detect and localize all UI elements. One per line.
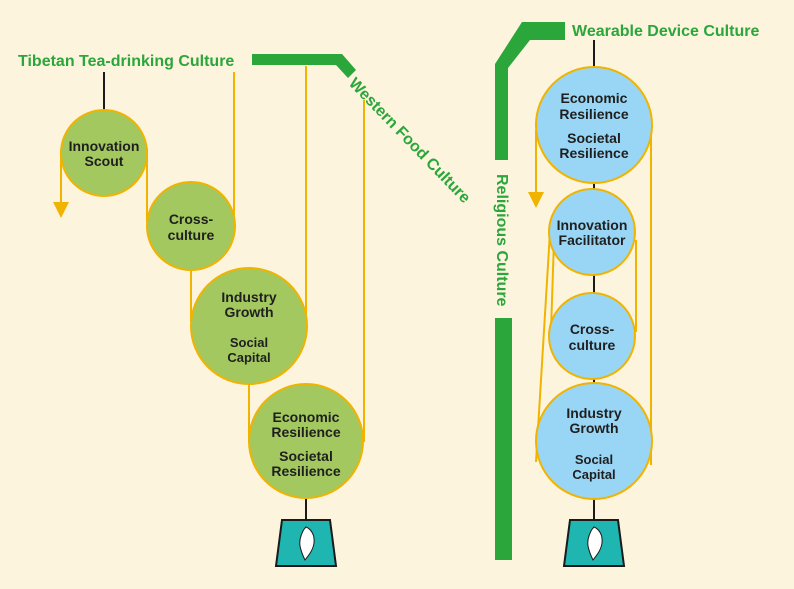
node-sub2: Resilience (559, 145, 628, 161)
node-line2: Facilitator (559, 232, 626, 248)
left-node-economic-resilience: Economic Resilience Societal Resilience (248, 383, 364, 499)
right-node-industry-growth: Industry Growth Social Capital (535, 382, 653, 500)
left-node-innovation-scout: Innovation Scout (60, 109, 148, 197)
node-line1: Innovation (69, 138, 140, 154)
node-line1: Industry (566, 405, 621, 421)
right-node-cross-culture: Cross- culture (548, 292, 636, 380)
right-lower-band (495, 318, 512, 560)
node-line2: Resilience (559, 106, 628, 122)
node-line2: Scout (85, 153, 124, 169)
right-node-innovation-facilitator: Innovation Facilitator (548, 188, 636, 276)
node-line1: Cross- (169, 211, 214, 227)
left-label-top: Tibetan Tea-drinking Culture (18, 53, 234, 70)
node-sub1: Social (230, 335, 268, 350)
left-top-band (252, 54, 356, 78)
node-sub2: Resilience (271, 463, 340, 479)
node-line1: Innovation (557, 217, 628, 233)
node-line2: Growth (225, 304, 274, 320)
node-sub1: Societal (567, 130, 621, 146)
node-sub1: Social (575, 452, 613, 467)
right-label-top: Wearable Device Culture (572, 23, 759, 40)
right-node-economic-resilience: Economic Resilience Societal Resilience (535, 66, 653, 184)
node-line1: Cross- (570, 321, 615, 337)
node-line2: Resilience (271, 424, 340, 440)
right-weight (562, 519, 626, 567)
node-line1: Economic (273, 409, 340, 425)
node-sub1: Societal (279, 448, 333, 464)
right-label-vert: Religious Culture (493, 174, 510, 307)
node-line1: Industry (221, 289, 276, 305)
left-node-cross-culture: Cross- culture (146, 181, 236, 271)
left-weight (274, 519, 338, 567)
right-rope-diag-2 (550, 239, 555, 331)
node-sub2: Capital (227, 350, 270, 365)
right-top-band (495, 22, 565, 160)
node-line2: Growth (570, 420, 619, 436)
node-line2: culture (569, 337, 616, 353)
left-node-industry-growth: Industry Growth Social Capital (190, 267, 308, 385)
node-line1: Economic (561, 90, 628, 106)
node-sub2: Capital (572, 467, 615, 482)
node-line2: culture (168, 227, 215, 243)
